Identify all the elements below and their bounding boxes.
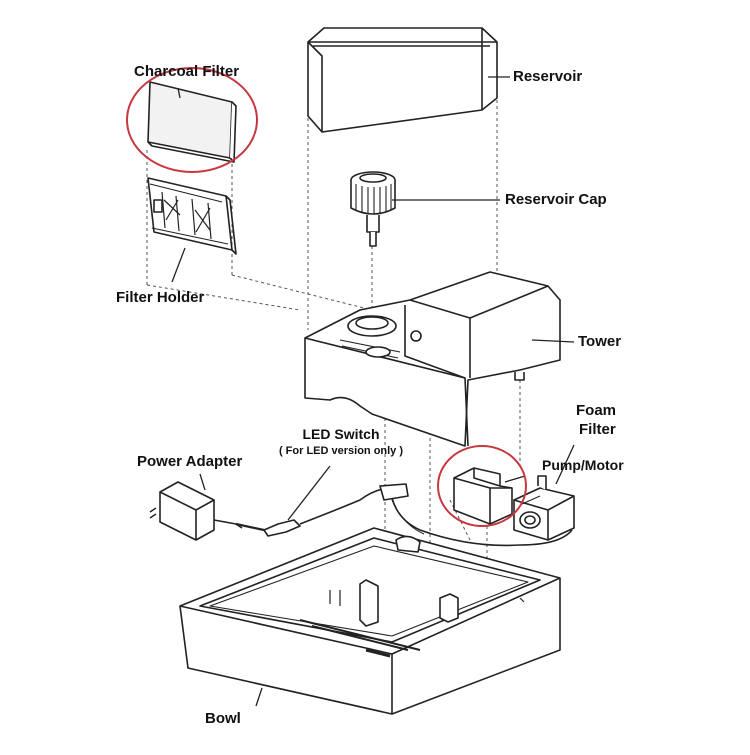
label-power-adapter: Power Adapter [137,453,243,470]
filter-holder-part [147,177,237,255]
alignment-guides [146,100,521,600]
label-tower: Tower [578,333,622,350]
label-led-note: ( For LED version only ) [278,445,404,457]
bowl-part [179,527,561,715]
label-pump-motor: Pump/Motor [542,457,624,473]
label-reservoir-cap: Reservoir Cap [505,191,607,208]
label-led-switch: LED Switch [302,426,380,442]
reservoir-cap-part [350,171,396,247]
label-filter: Filter [579,421,616,438]
foam-filter-part [453,467,513,525]
highlight-circles [126,67,527,527]
label-charcoal-filter: Charcoal Filter [134,63,240,80]
leader-lines [171,76,575,707]
led-switch-part [263,483,573,547]
reservoir-part [307,27,498,133]
label-reservoir: Reservoir [513,68,583,85]
label-foam: Foam [576,402,617,419]
power-adapter-part [149,481,265,541]
label-filter-holder: Filter Holder [116,289,205,306]
label-bowl: Bowl [205,710,241,727]
charcoal-filter-highlight [126,67,258,173]
pump-motor-part [513,475,575,541]
foam-filter-highlight [437,445,527,527]
charcoal-filter-part [147,81,237,163]
tower-part [304,271,561,447]
